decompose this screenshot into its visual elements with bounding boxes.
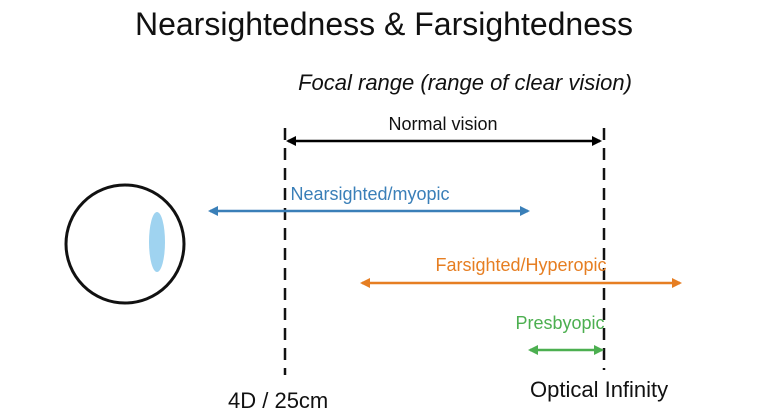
nearsighted-label: Nearsighted/myopic: [290, 184, 450, 204]
presbyopic-label: Presbyopic: [515, 313, 605, 333]
page-title: Nearsightedness & Farsightedness: [134, 6, 634, 42]
farsighted-label: Farsighted/Hyperopic: [435, 255, 607, 275]
optical-infinity-label: Optical Infinity: [530, 377, 669, 402]
near-point-label: 4D / 25cm: [228, 388, 329, 413]
normal-vision-label: Normal vision: [388, 114, 498, 134]
focal-range-subtitle: Focal range (range of clear vision): [298, 70, 632, 95]
eye-icon: [64, 183, 186, 305]
